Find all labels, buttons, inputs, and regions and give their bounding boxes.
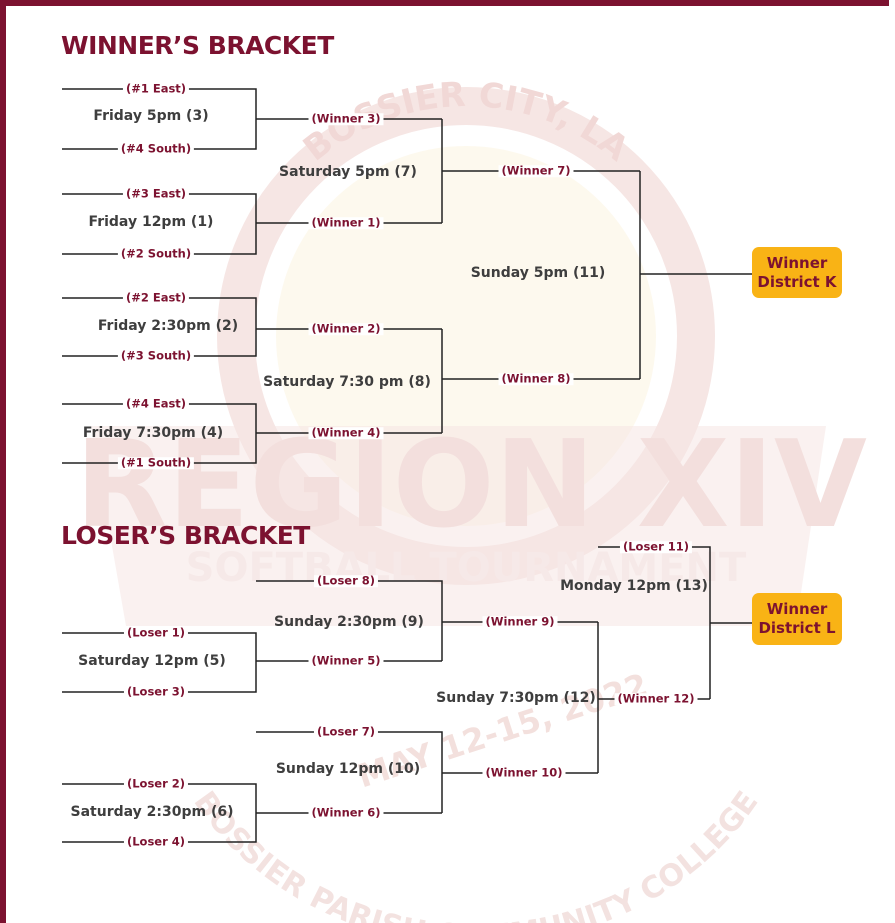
game-label: Monday 12pm (13) bbox=[560, 578, 708, 594]
district-label: District L bbox=[758, 619, 836, 637]
slot-label: (Loser 1) bbox=[123, 627, 189, 639]
game-label: Friday 5pm (3) bbox=[93, 108, 209, 124]
district-label: District K bbox=[757, 272, 837, 291]
game-label: Sunday 7:30pm (12) bbox=[436, 690, 596, 706]
game-label: Friday 12pm (1) bbox=[88, 214, 214, 230]
winner-district-l-badge: Winner District L bbox=[752, 593, 842, 645]
slot-label: (Loser 11) bbox=[619, 541, 693, 553]
game-label: Sunday 5pm (11) bbox=[470, 265, 606, 281]
slot-label: (Loser 8) bbox=[313, 575, 379, 587]
winner-label: Winner bbox=[766, 253, 828, 272]
winner-label: Winner bbox=[766, 600, 828, 618]
slot-label: (Winner 5) bbox=[308, 655, 384, 667]
game-label: Saturday 2:30pm (6) bbox=[70, 804, 234, 820]
game-label: Saturday 12pm (5) bbox=[78, 653, 226, 669]
winner-district-k-badge: Winner District K bbox=[752, 247, 842, 298]
slot-label: (Winner 3) bbox=[308, 113, 384, 125]
game-label: Saturday 5pm (7) bbox=[279, 164, 417, 180]
slot-label: (Winner 2) bbox=[308, 323, 384, 335]
slot-label: (#2 South) bbox=[117, 248, 195, 260]
slot-label: (Winner 1) bbox=[308, 217, 384, 229]
slot-label: (Loser 3) bbox=[123, 686, 189, 698]
slot-label: (Winner 8) bbox=[498, 373, 574, 385]
game-label: Sunday 2:30pm (9) bbox=[274, 614, 424, 630]
svg-text:REGION XIV: REGION XIV bbox=[75, 416, 867, 555]
slot-label: (#2 East) bbox=[122, 292, 190, 304]
game-label: Sunday 12pm (10) bbox=[275, 761, 421, 777]
slot-label: (Winner 12) bbox=[614, 693, 698, 705]
slot-label: (#4 South) bbox=[117, 143, 195, 155]
game-label: Friday 7:30pm (4) bbox=[82, 425, 224, 441]
slot-label: (Loser 7) bbox=[313, 726, 379, 738]
slot-label: (Winner 7) bbox=[498, 165, 574, 177]
slot-label: (#3 South) bbox=[117, 350, 195, 362]
slot-label: (Winner 10) bbox=[482, 767, 566, 779]
slot-label: (#1 South) bbox=[117, 457, 195, 469]
winners-bracket-title: WINNER’S BRACKET bbox=[61, 31, 334, 60]
slot-label: (#4 East) bbox=[122, 398, 190, 410]
slot-label: (Loser 4) bbox=[123, 836, 189, 848]
slot-label: (Loser 2) bbox=[123, 778, 189, 790]
slot-label: (Winner 6) bbox=[308, 807, 384, 819]
slot-label: (Winner 4) bbox=[308, 427, 384, 439]
game-label: Saturday 7:30 pm (8) bbox=[263, 374, 431, 390]
slot-label: (#3 East) bbox=[122, 188, 190, 200]
slot-label: (#1 East) bbox=[122, 83, 190, 95]
losers-bracket-title: LOSER’S BRACKET bbox=[61, 521, 310, 550]
game-label: Friday 2:30pm (2) bbox=[97, 318, 239, 334]
slot-label: (Winner 9) bbox=[482, 616, 558, 628]
